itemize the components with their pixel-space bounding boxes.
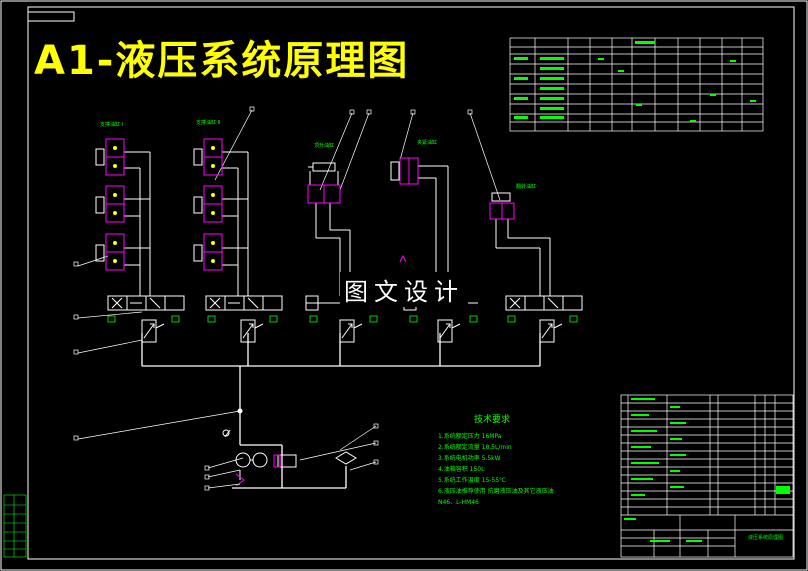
- tech-req-line-2: 2.系统额定流量 18.5L/min: [438, 444, 512, 451]
- tech-req-line-7: N46、L-HM46: [438, 499, 479, 506]
- pressure-valves: [141, 319, 563, 343]
- cylinder-5: [489, 192, 551, 296]
- pump-magenta: [235, 454, 281, 487]
- drawing-number-box: [27, 11, 75, 22]
- title-block-marks: [624, 398, 790, 542]
- tech-req-title: 技术要求: [474, 415, 511, 425]
- drawing-title: A1-液压系统原理图: [34, 38, 410, 84]
- tech-req-line-5: 5.系统工作温度 15-55℃: [438, 477, 506, 484]
- inner-frame: [27, 6, 795, 560]
- parameter-table: [509, 37, 764, 132]
- watermark-text: 图文设计: [340, 272, 468, 307]
- cyl-5-label: 翻转油缸: [516, 183, 536, 190]
- main-pressure-line: [141, 333, 541, 489]
- cylinder-group-2: [193, 138, 249, 296]
- title-block-drawing-name: 液压系统原理图: [748, 535, 784, 541]
- leader-markers: [73, 106, 473, 491]
- parameter-table-marks: [514, 41, 756, 122]
- valve-tags: [107, 315, 578, 323]
- cylinder-group-1: [95, 138, 151, 296]
- title-block: [620, 394, 794, 558]
- tech-req-line-3: 3.系统电机功率 5.5kW: [438, 455, 501, 462]
- cyl-group-1-label: 支撑油缸 Ⅰ: [100, 121, 123, 128]
- cyl-4-label: 夹紧油缸: [417, 139, 437, 146]
- arrow-mark: [399, 254, 407, 263]
- cyl-group-2-label: 支撑油缸 Ⅱ: [196, 119, 220, 126]
- cyl-3-label: 顶升油缸: [314, 142, 334, 149]
- pump-motor-unit: [222, 408, 357, 480]
- tech-req-line-4: 4.油箱容积 150L: [438, 466, 485, 473]
- left-side-table: [3, 494, 27, 558]
- label-ticks: 支撑油缸 Ⅰ 支撑油缸 Ⅱ 顶升油缸 夹紧油缸 翻转油缸: [100, 119, 536, 190]
- leader-lines: [77, 109, 501, 489]
- tech-req-line-1: 1.系统额定压力 16MPa: [438, 433, 502, 440]
- tech-req-line-6: 6.液压油推荐使用 抗磨液压油及其它液压油: [438, 488, 554, 495]
- cylinder-3: [307, 162, 351, 296]
